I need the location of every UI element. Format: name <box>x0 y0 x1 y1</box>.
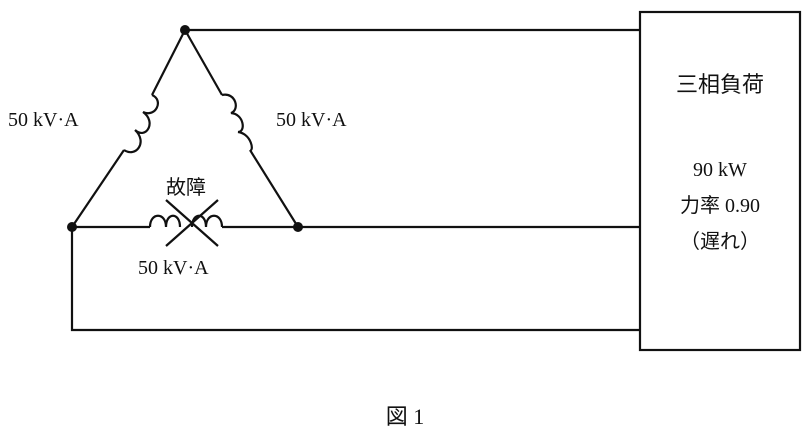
left-transformer-coil-icon <box>123 93 159 154</box>
fault-cross-icon <box>165 199 219 247</box>
delta-right-wire <box>184 29 299 228</box>
bottom-transformer-rating: 50 kV·A <box>138 257 209 279</box>
load-power: 90 kW <box>693 159 747 181</box>
right-transformer-coil-icon <box>221 93 253 152</box>
delta-left-wire <box>71 29 186 228</box>
bottom-left-node <box>67 222 77 232</box>
bottom-line-to-load <box>70 227 640 332</box>
fault-label: 故障 <box>166 176 206 199</box>
figure-caption: 図 1 <box>386 404 425 429</box>
load-box <box>638 10 802 352</box>
left-transformer-rating: 50 kV·A <box>8 109 79 131</box>
load-power-factor: 力率 0.90 <box>680 194 760 217</box>
top-node <box>180 25 190 35</box>
load-lag-note: （遅れ） <box>680 230 760 253</box>
load-title: 三相負荷 <box>676 72 764 97</box>
bottom-transformer-coil-icon <box>148 214 224 228</box>
bottom-right-node <box>293 222 303 232</box>
right-transformer-rating: 50 kV·A <box>276 109 347 131</box>
